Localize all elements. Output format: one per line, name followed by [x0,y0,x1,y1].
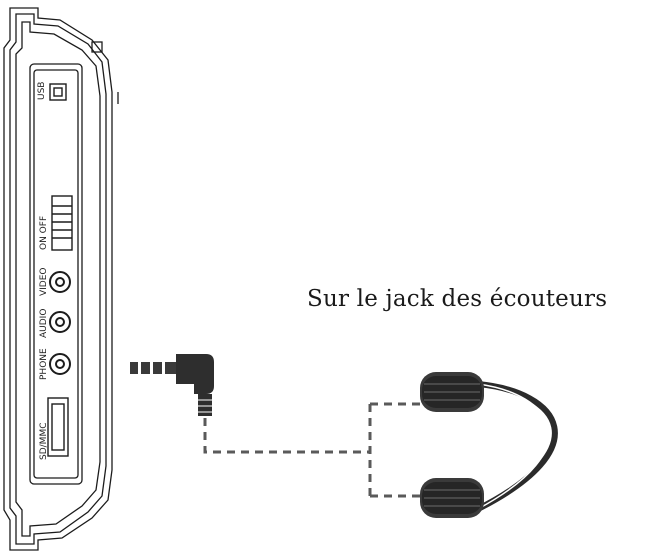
video-out-jack [49,271,71,293]
label-phone: PHONE [39,348,49,380]
headphones [420,372,558,518]
headphone-jack-caption: Sur le jack des écouteurs [307,286,608,312]
sd-card-slot [47,397,69,457]
device-side-view [3,7,119,551]
usb-port [49,83,67,101]
headphone-cable [203,402,424,498]
label-sd-mmc: SD/MMC [39,423,49,461]
lower-ear-cup [420,478,484,518]
power-switch [51,195,73,251]
label-audio-out: AUDIO [39,309,49,338]
label-usb: USB [37,82,47,100]
phone-jack [49,353,71,375]
headphone-jack-plug [130,354,214,416]
label-power-switch: ON OFF [39,216,49,250]
upper-ear-cup [420,372,484,412]
audio-out-jack [49,311,71,333]
label-video-out: VIDEO [39,267,49,296]
